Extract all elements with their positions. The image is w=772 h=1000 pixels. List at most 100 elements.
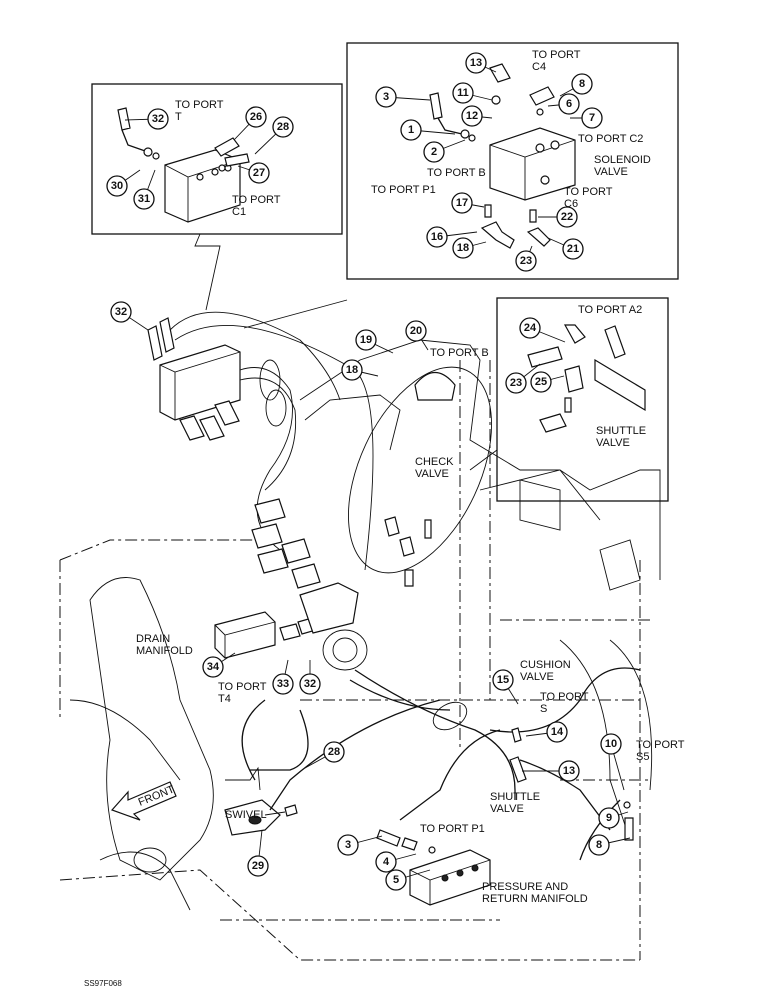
- callout-2: 2: [423, 139, 466, 163]
- label-swivel: SWIVEL: [225, 809, 267, 821]
- callout-27: 27: [237, 162, 270, 184]
- callout-number: 18: [346, 364, 358, 376]
- callout-circle: [341, 359, 363, 381]
- callout-circle: [323, 741, 345, 763]
- inset-leader-right: [243, 299, 348, 329]
- callout-32: 32: [110, 301, 149, 331]
- callout-number: 13: [470, 57, 482, 69]
- callout-3: 3: [375, 86, 431, 108]
- inset-leader-shuttle: [469, 449, 498, 471]
- label-to-port-b-mid: TO PORT B: [430, 347, 489, 359]
- callout-number: 25: [535, 376, 547, 388]
- callout-8: 8: [588, 834, 631, 856]
- callout-circle: [110, 301, 132, 323]
- callout-15: 15: [492, 669, 519, 705]
- callout-circle: [558, 93, 580, 115]
- callout-number: 8: [579, 78, 585, 90]
- callout-number: 22: [561, 211, 573, 223]
- callout-circle: [272, 116, 294, 138]
- callout-circle: [515, 250, 537, 272]
- callout-23: 23: [505, 363, 541, 394]
- callout-7: 7: [570, 107, 603, 129]
- callout-number: 16: [431, 231, 443, 243]
- callout-21: 21: [547, 237, 584, 260]
- callout-number: 34: [207, 661, 220, 673]
- callout-number: 28: [277, 121, 289, 133]
- callout-number: 30: [111, 180, 123, 192]
- callout-18: 18: [452, 237, 487, 259]
- callout-22: 22: [538, 206, 578, 228]
- callout-24: 24: [519, 317, 566, 343]
- callout-circle: [600, 733, 622, 755]
- inset-box-shuttle: [496, 297, 669, 502]
- callout-circle: [465, 52, 487, 74]
- callout-number: 32: [304, 678, 316, 690]
- callout-20: 20: [405, 320, 429, 351]
- callout-circle: [375, 851, 397, 873]
- callout-circle: [337, 834, 359, 856]
- callout-number: 15: [497, 674, 509, 686]
- callout-number: 32: [152, 113, 164, 125]
- inset-leader-left: [194, 233, 221, 311]
- callout-number: 3: [383, 91, 389, 103]
- callout-number: 21: [567, 243, 579, 255]
- callout-29: 29: [247, 829, 269, 877]
- callout-28: 28: [254, 116, 294, 155]
- callout-number: 11: [457, 87, 469, 99]
- drain-manifold: [214, 611, 317, 659]
- callout-number: 14: [551, 726, 564, 738]
- callout-circle: [519, 317, 541, 339]
- callout-9: 9: [598, 807, 629, 829]
- callout-number: 4: [383, 856, 390, 868]
- callout-number: 32: [115, 306, 127, 318]
- pilot-valve-stack: [147, 311, 374, 571]
- callout-circle: [451, 192, 473, 214]
- callout-11: 11: [452, 82, 493, 104]
- callout-17: 17: [451, 192, 485, 214]
- callout-number: 10: [605, 738, 617, 750]
- callout-circle: [405, 320, 427, 342]
- callout-number: 26: [250, 111, 262, 123]
- callout-number: 9: [606, 812, 612, 824]
- callout-31: 31: [133, 169, 156, 210]
- label-to-port-a2: TO PORT A2: [578, 304, 642, 316]
- callout-16: 16: [426, 226, 478, 248]
- callout-number: 28: [328, 746, 340, 758]
- callout-number: 7: [589, 112, 595, 124]
- callout-circle: [562, 238, 584, 260]
- callout-32: 32: [299, 660, 321, 695]
- callout-circle: [492, 669, 514, 691]
- callout-number: 19: [360, 334, 372, 346]
- callout-12: 12: [461, 105, 493, 127]
- label-to-port-p1-lower: TO PORT P1: [420, 823, 485, 835]
- callout-number: 27: [253, 167, 265, 179]
- callout-number: 23: [510, 377, 522, 389]
- main-frame-body: [299, 339, 661, 750]
- pilot-valve-cluster: [251, 498, 368, 671]
- callout-number: 1: [408, 124, 414, 136]
- callout-number: 23: [520, 255, 532, 267]
- callout-circle: [245, 106, 267, 128]
- callout-1: 1: [400, 119, 456, 141]
- callout-circle: [556, 206, 578, 228]
- callout-5: 5: [385, 869, 431, 891]
- inset-box-left: [91, 83, 343, 235]
- callout-circle: [202, 656, 224, 678]
- callout-circle: [147, 108, 169, 130]
- callout-8: 8: [559, 73, 593, 97]
- callout-circle: [106, 175, 128, 197]
- callout-circle: [247, 855, 269, 877]
- callout-13: 13: [522, 760, 580, 782]
- swivel-assembly: [224, 766, 298, 836]
- callout-number: 24: [524, 322, 537, 334]
- callout-14: 14: [525, 721, 568, 743]
